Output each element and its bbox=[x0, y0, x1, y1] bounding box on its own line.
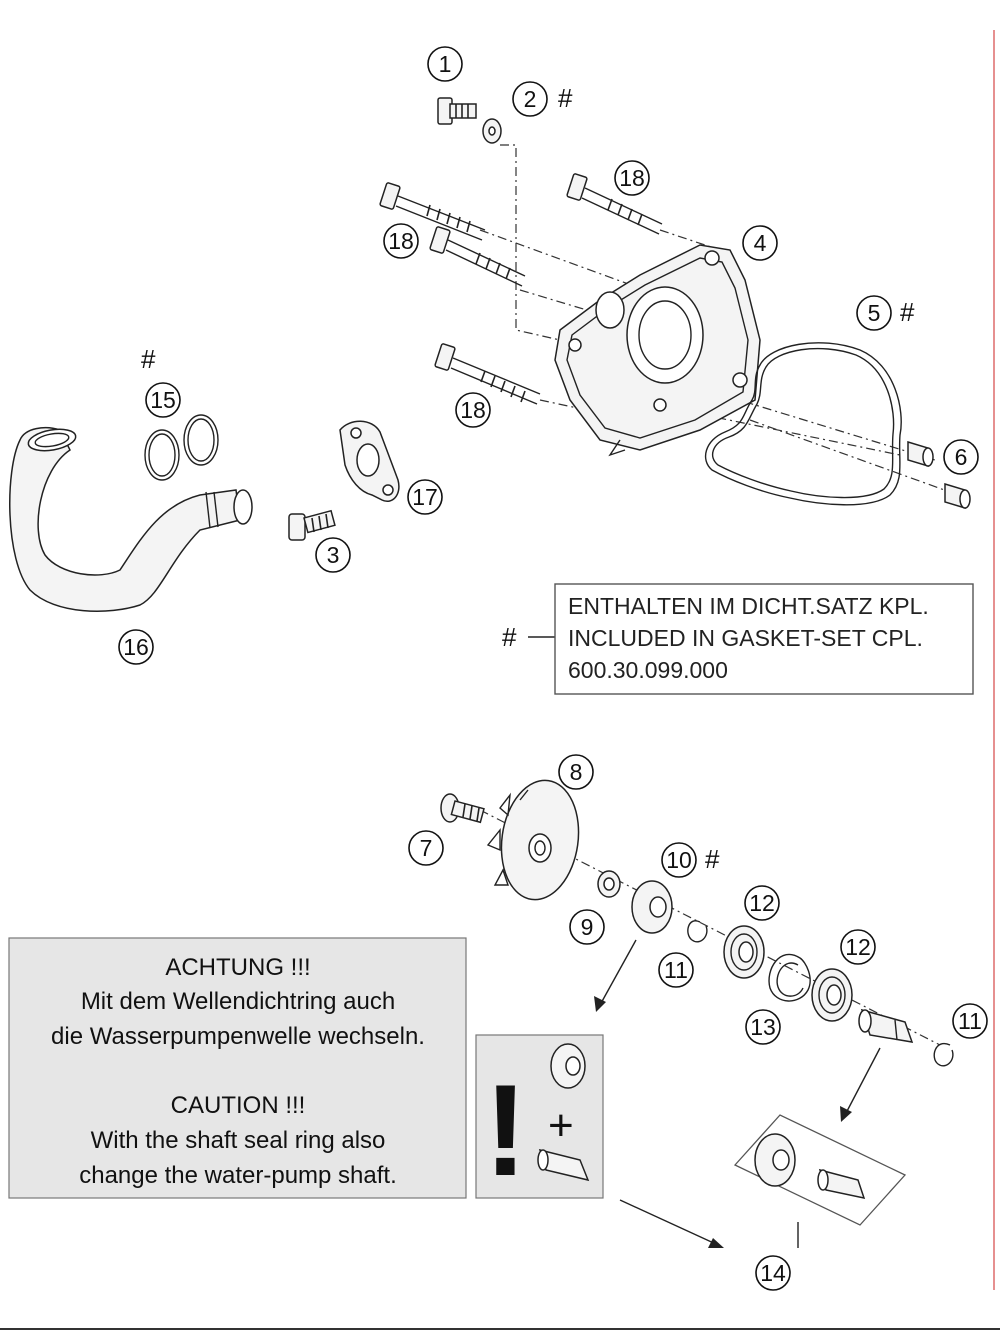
caution-line-3: die Wasserpumpenwelle wechseln. bbox=[51, 1023, 425, 1050]
arrows-bottom bbox=[594, 939, 881, 1248]
screw-part-7 bbox=[440, 793, 485, 824]
caution-line-1: ACHTUNG !!! bbox=[165, 954, 310, 981]
retaining-ring-part-13 bbox=[768, 953, 811, 1002]
water-pump-shaft bbox=[858, 1008, 914, 1043]
callout-circle-17 bbox=[407, 479, 443, 515]
bolt-part-1 bbox=[437, 97, 477, 125]
callout-label-3: 3 bbox=[327, 542, 340, 568]
callout-circle-6 bbox=[943, 439, 979, 475]
callout-circle-1 bbox=[427, 46, 463, 82]
callout-circle-9 bbox=[569, 909, 605, 945]
callout-label-2: 2 bbox=[524, 86, 537, 112]
kit-part-14-box bbox=[733, 1114, 907, 1248]
oring-gasket-part-5 bbox=[704, 342, 902, 506]
circlip-part-11-first bbox=[687, 920, 708, 943]
warning-exclamation: ! bbox=[484, 1057, 527, 1203]
callout-label-12b: 12 bbox=[845, 934, 871, 960]
oring-part-15 bbox=[144, 414, 219, 481]
caution-line-5: CAUTION !!! bbox=[171, 1092, 306, 1119]
callout-circle-2 bbox=[512, 81, 548, 117]
callout-label-18a: 18 bbox=[619, 165, 645, 191]
callout-circle-4 bbox=[742, 225, 778, 261]
callout-circle-11b bbox=[952, 1003, 988, 1039]
callout-label-14: 14 bbox=[760, 1260, 786, 1286]
callout-label-15: 15 bbox=[150, 387, 176, 413]
gasket-note-marker: # bbox=[502, 622, 517, 652]
callout-label-6: 6 bbox=[955, 444, 968, 470]
callout-circle-16 bbox=[118, 629, 154, 665]
callout-circle-12b bbox=[840, 929, 876, 965]
bolt-part-18-upper bbox=[379, 182, 486, 241]
caution-note: ACHTUNG !!! Mit dem Wellendichtring auch… bbox=[8, 937, 467, 1199]
callout-label-10: 10 bbox=[666, 847, 692, 873]
dowel-part-6-lower bbox=[944, 482, 971, 510]
callout-circle-18b bbox=[383, 223, 419, 259]
gasket-note-line-3: 600.30.099.000 bbox=[568, 657, 728, 683]
callout-circle-8 bbox=[558, 754, 594, 790]
callout-circle-15 bbox=[145, 382, 181, 418]
callout-hash-10: # bbox=[705, 844, 720, 874]
washer-part-2 bbox=[482, 118, 502, 144]
bolt-part-3 bbox=[288, 509, 336, 541]
callout-circle-14 bbox=[755, 1255, 791, 1291]
gasket-note-line-2: INCLUDED IN GASKET-SET CPL. bbox=[568, 625, 923, 651]
callout-circle-18c bbox=[455, 392, 491, 428]
washer-part-9 bbox=[597, 870, 621, 898]
callout-circle-12a bbox=[744, 885, 780, 921]
warning-box: ! + bbox=[475, 1034, 604, 1203]
callout-circle-18a bbox=[614, 160, 650, 196]
callout-label-1: 1 bbox=[439, 51, 452, 77]
callout-circle-11a bbox=[658, 952, 694, 988]
callout-label-7: 7 bbox=[420, 835, 433, 861]
coolant-pipe-part-16 bbox=[9, 427, 253, 612]
callout-label-5: 5 bbox=[868, 300, 881, 326]
gasket-note-line-1: ENTHALTEN IM DICHT.SATZ KPL. bbox=[568, 593, 929, 619]
gasket-set-note: # ENTHALTEN IM DICHT.SATZ KPL. INCLUDED … bbox=[502, 583, 974, 695]
bolt-part-18-lower bbox=[434, 343, 541, 405]
callout-label-8: 8 bbox=[570, 759, 583, 785]
callout-hash-15: # bbox=[141, 344, 156, 374]
callout-circle-3 bbox=[315, 537, 351, 573]
caution-line-7: change the water-pump shaft. bbox=[79, 1162, 397, 1189]
callout-hash-5: # bbox=[900, 297, 915, 327]
bearing-part-12-second bbox=[811, 968, 853, 1022]
callout-label-9: 9 bbox=[581, 914, 594, 940]
pump-cover-part-4 bbox=[554, 244, 761, 457]
callout-label-17: 17 bbox=[412, 484, 438, 510]
circlip-part-11-second bbox=[933, 1042, 954, 1067]
impeller-part-8 bbox=[486, 779, 580, 901]
dowel-part-6-upper bbox=[907, 440, 934, 468]
callout-label-11b: 11 bbox=[958, 1008, 982, 1034]
flange-gasket-part-17 bbox=[339, 420, 400, 502]
bolt-part-18-middle bbox=[429, 226, 526, 287]
callout-label-4: 4 bbox=[754, 230, 767, 256]
caution-line-6: With the shaft seal ring also bbox=[91, 1127, 386, 1154]
callout-circle-5 bbox=[856, 295, 892, 331]
callout-label-18b: 18 bbox=[388, 228, 414, 254]
callout-circle-7 bbox=[408, 830, 444, 866]
warning-plus: + bbox=[548, 1101, 574, 1150]
callout-label-16: 16 bbox=[123, 634, 149, 660]
callout-circle-13 bbox=[745, 1009, 781, 1045]
callout-label-18c: 18 bbox=[460, 397, 486, 423]
callout-label-11a: 11 bbox=[664, 957, 688, 983]
callout-circle-10 bbox=[661, 842, 697, 878]
callout-label-12a: 12 bbox=[749, 890, 775, 916]
callout-hash-2: # bbox=[558, 83, 573, 113]
bearing-part-12-first bbox=[723, 925, 765, 979]
bolt-part-18-top bbox=[566, 173, 663, 235]
caution-line-2: Mit dem Wellendichtring auch bbox=[81, 988, 395, 1015]
callout-label-13: 13 bbox=[750, 1014, 776, 1040]
shaft-seal-part-10 bbox=[631, 880, 673, 934]
